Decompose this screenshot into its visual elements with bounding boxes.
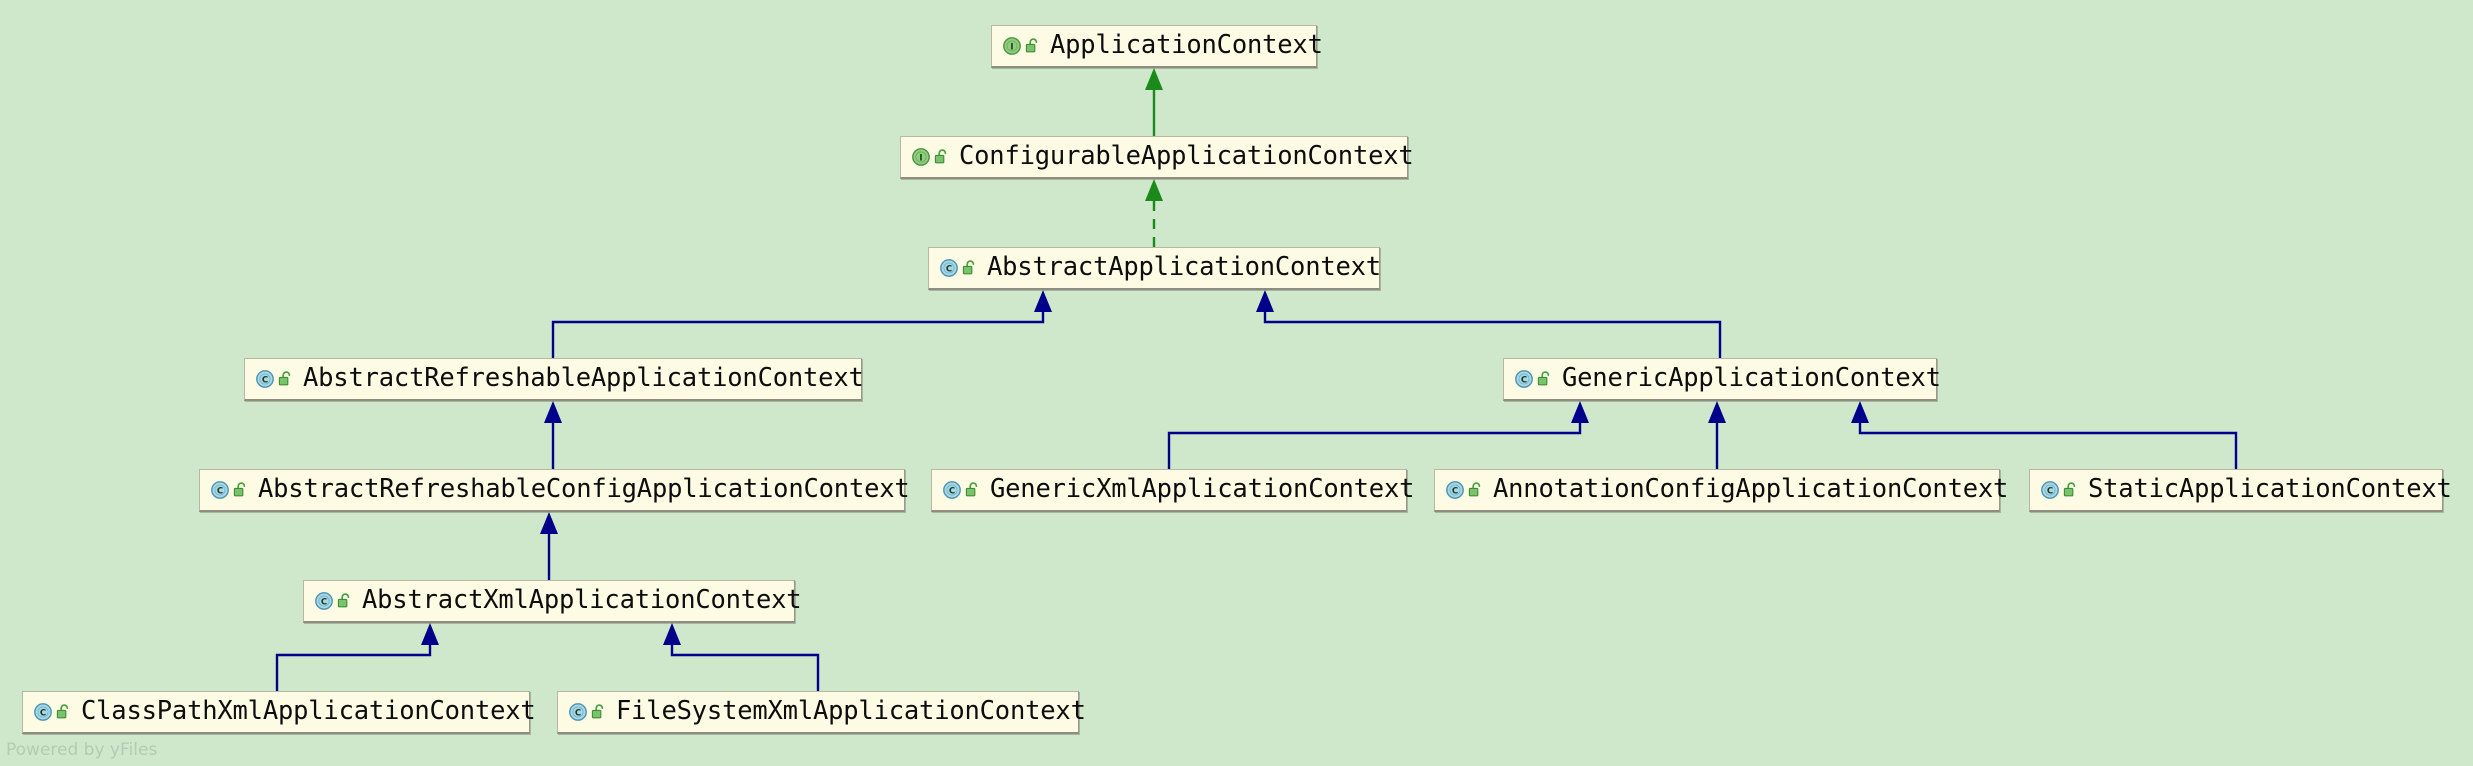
class-icon: C: [942, 480, 962, 500]
svg-text:C: C: [321, 598, 327, 608]
class-icon: C: [314, 591, 334, 611]
node-icons: I: [1002, 36, 1041, 56]
uml-node-class-path-xml-application-context[interactable]: C ClassPathXmlApplicationContext: [22, 691, 536, 734]
node-icons: C: [255, 369, 294, 389]
uml-node-annotation-config-application-context[interactable]: C AnnotationConfigApplicationContext: [1434, 469, 2008, 512]
public-unlocked-icon: [334, 592, 353, 610]
class-icon: C: [568, 702, 588, 722]
class-icon: C: [210, 480, 230, 500]
node-icons: C: [33, 702, 72, 722]
interface-icon: I: [911, 147, 931, 167]
node-icons: I: [911, 147, 950, 167]
node-icons: C: [314, 591, 353, 611]
public-unlocked-icon: [588, 703, 607, 721]
svg-text:I: I: [919, 154, 922, 164]
node-label: AbstractRefreshableConfigApplicationCont…: [258, 474, 910, 505]
edge-edge-sac-extends-gac: [1851, 401, 2238, 469]
svg-text:C: C: [1452, 487, 1458, 497]
node-icons: C: [1445, 480, 1484, 500]
edge-edge-arcac-extends-arac: [544, 401, 562, 469]
edge-edge-gxac-extends-gac: [1167, 401, 1589, 469]
watermark-powered-by: Powered by yFiles: [6, 740, 158, 760]
svg-text:C: C: [1521, 376, 1527, 386]
edge-edge-cac-extends-ac: [1145, 68, 1163, 136]
edge-edge-aac-implements-cac: [1145, 179, 1163, 247]
svg-text:C: C: [2047, 487, 2053, 497]
uml-node-abstract-application-context[interactable]: C AbstractApplicationContext: [928, 247, 1381, 290]
uml-node-configurable-application-context[interactable]: I ConfigurableApplicationContext: [900, 136, 1414, 179]
public-unlocked-icon: [962, 481, 981, 499]
edge-edge-gac-extends-aac: [1256, 290, 1722, 358]
interface-icon: I: [1002, 36, 1022, 56]
class-icon: C: [939, 258, 959, 278]
node-label: GenericXmlApplicationContext: [990, 474, 1415, 505]
edge-edge-cpxac-extends-axac: [275, 623, 439, 691]
uml-node-file-system-xml-application-context[interactable]: C FileSystemXmlApplicationContext: [557, 691, 1086, 734]
svg-text:C: C: [949, 487, 955, 497]
svg-text:C: C: [40, 709, 46, 719]
edge-edge-axac-extends-arcac: [540, 512, 558, 580]
node-icons: C: [568, 702, 607, 722]
node-icons: C: [210, 480, 249, 500]
node-icons: C: [939, 258, 978, 278]
public-unlocked-icon: [53, 703, 72, 721]
uml-node-abstract-xml-application-context[interactable]: C AbstractXmlApplicationContext: [303, 580, 802, 623]
node-label: ApplicationContext: [1050, 30, 1323, 61]
public-unlocked-icon: [275, 370, 294, 388]
class-icon: C: [33, 702, 53, 722]
public-unlocked-icon: [1022, 37, 1041, 55]
class-icon: C: [2040, 480, 2060, 500]
node-label: AbstractRefreshableApplicationContext: [303, 363, 864, 394]
uml-node-abstract-refreshable-application-context[interactable]: C AbstractRefreshableApplicationContext: [244, 358, 864, 401]
class-icon: C: [1514, 369, 1534, 389]
node-label: AbstractApplicationContext: [987, 252, 1381, 283]
uml-node-generic-xml-application-context[interactable]: C GenericXmlApplicationContext: [931, 469, 1414, 512]
public-unlocked-icon: [959, 259, 978, 277]
public-unlocked-icon: [1465, 481, 1484, 499]
svg-text:C: C: [946, 265, 952, 275]
public-unlocked-icon: [2060, 481, 2079, 499]
node-icons: C: [942, 480, 981, 500]
node-label: StaticApplicationContext: [2088, 474, 2452, 505]
edge-edge-fsxac-extends-axac: [663, 623, 820, 691]
node-icons: C: [2040, 480, 2079, 500]
public-unlocked-icon: [931, 148, 950, 166]
class-icon: C: [255, 369, 275, 389]
uml-node-generic-application-context[interactable]: C GenericApplicationContext: [1503, 358, 1941, 401]
svg-text:C: C: [217, 487, 223, 497]
node-label: AbstractXmlApplicationContext: [362, 585, 802, 616]
edge-edge-acac-extends-gac: [1708, 401, 1726, 469]
uml-node-application-context[interactable]: I ApplicationContext: [991, 25, 1323, 68]
public-unlocked-icon: [230, 481, 249, 499]
svg-text:C: C: [575, 709, 581, 719]
node-label: AnnotationConfigApplicationContext: [1493, 474, 2009, 505]
svg-text:C: C: [262, 376, 268, 386]
public-unlocked-icon: [1534, 370, 1553, 388]
node-icons: C: [1514, 369, 1553, 389]
uml-node-static-application-context[interactable]: C StaticApplicationContext: [2029, 469, 2452, 512]
edge-edge-arac-extends-aac: [551, 290, 1052, 358]
node-label: FileSystemXmlApplicationContext: [616, 696, 1086, 727]
class-icon: C: [1445, 480, 1465, 500]
node-label: ConfigurableApplicationContext: [959, 141, 1414, 172]
node-label: ClassPathXmlApplicationContext: [81, 696, 536, 727]
node-label: GenericApplicationContext: [1562, 363, 1941, 394]
uml-node-abstract-refreshable-config-application-context[interactable]: C AbstractRefreshableConfigApplicationCon…: [199, 469, 910, 512]
svg-text:I: I: [1010, 43, 1013, 53]
